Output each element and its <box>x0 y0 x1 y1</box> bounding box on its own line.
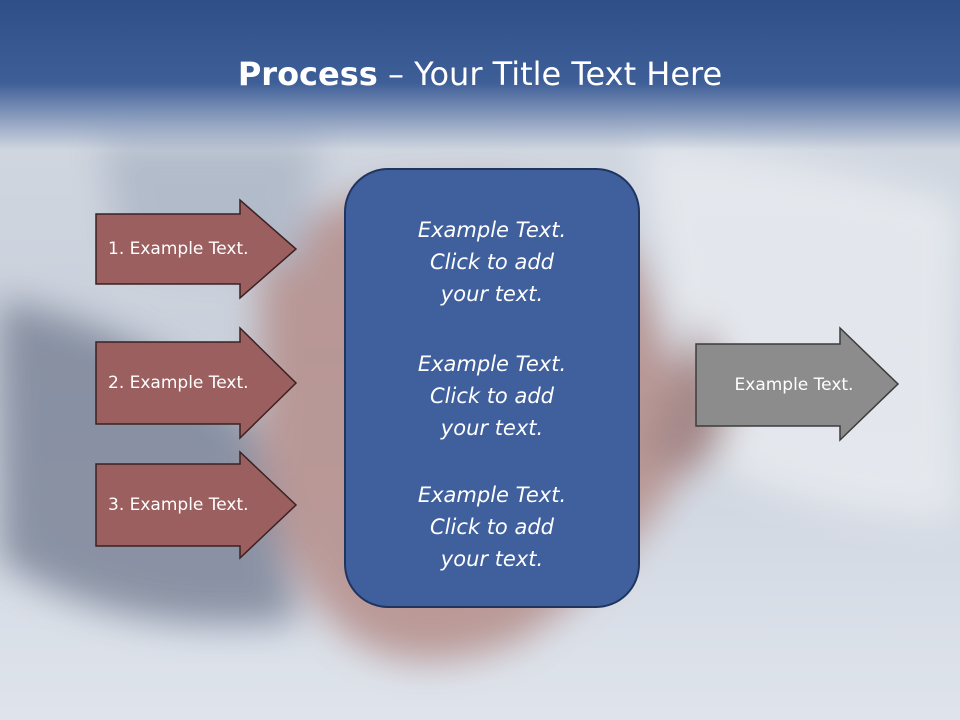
right-arrow-label: Example Text. <box>734 375 854 395</box>
arrow-shape-icon <box>695 326 900 442</box>
title-rest-text: – Your Title Text Here <box>377 55 723 93</box>
left-arrow-2[interactable]: 2. Example Text. <box>94 326 298 440</box>
right-arrow[interactable]: Example Text. <box>694 326 900 444</box>
block-1-line-2: Click to add <box>429 250 554 274</box>
block-1-line-3: your text. <box>440 282 544 306</box>
center-text-block-2: Example Text. Click to add your text. <box>346 348 638 444</box>
left-arrow-3[interactable]: 3. Example Text. <box>94 450 298 560</box>
title-bold-text: Process <box>237 55 378 93</box>
left-arrow-1-label: 1. Example Text. <box>108 239 249 259</box>
left-arrow-3-label: 3. Example Text. <box>108 495 249 515</box>
block-2-line-2: Click to add <box>429 384 554 408</box>
block-3-line-1: Example Text. <box>417 483 567 507</box>
left-arrow-1[interactable]: 1. Example Text. <box>94 198 298 300</box>
arrow-shape-icon <box>95 198 298 300</box>
block-1-line-1: Example Text. <box>417 218 567 242</box>
center-text-block-3: Example Text. Click to add your text. <box>346 479 638 575</box>
slide-title[interactable]: Process – Your Title Text Here <box>0 52 960 96</box>
center-text-box[interactable]: Example Text. Click to add your text. Ex… <box>344 168 640 608</box>
block-3-line-3: your text. <box>440 547 544 571</box>
arrow-shape-icon <box>95 450 298 560</box>
title-band <box>0 0 960 150</box>
center-text-block-1: Example Text. Click to add your text. <box>346 214 638 310</box>
arrow-shape-icon <box>95 326 298 440</box>
block-2-line-3: your text. <box>440 416 544 440</box>
block-3-line-2: Click to add <box>429 515 554 539</box>
left-arrow-2-label: 2. Example Text. <box>108 373 249 393</box>
block-2-line-1: Example Text. <box>417 352 567 376</box>
